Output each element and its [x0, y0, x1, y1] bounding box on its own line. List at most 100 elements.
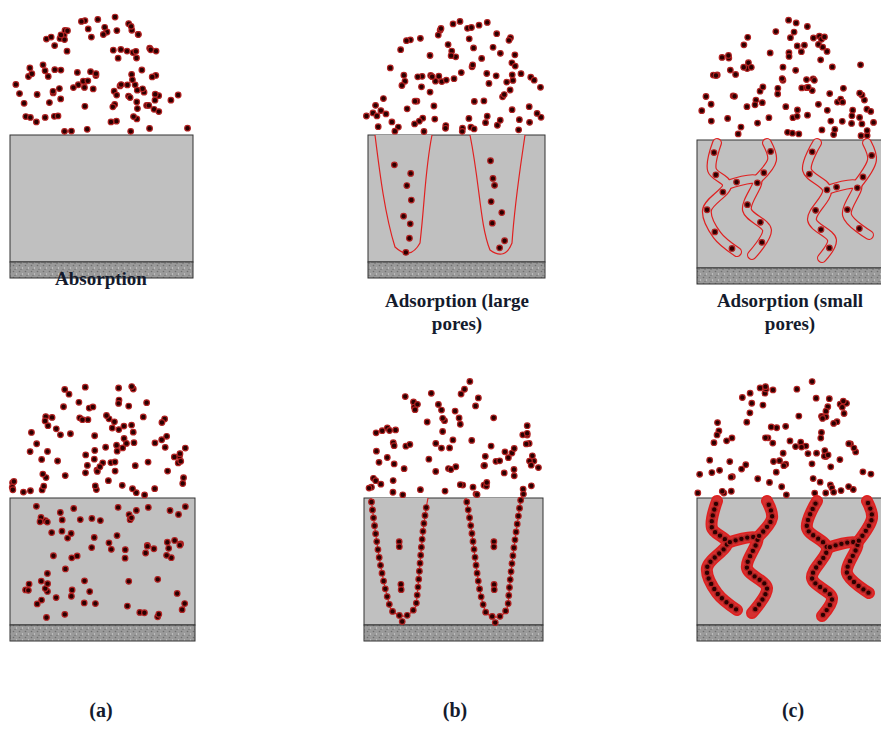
molecule-dot	[75, 70, 81, 76]
molecule-dot	[381, 96, 387, 102]
molecule-dot	[85, 417, 91, 423]
adsorbed-molecule	[850, 553, 856, 559]
molecule-dot	[443, 126, 449, 132]
molecule-dot	[408, 171, 414, 177]
molecule-dot	[34, 119, 40, 125]
channel-guide	[727, 537, 767, 613]
molecule-dot	[82, 103, 88, 109]
molecule-dot	[403, 250, 409, 256]
molecule-dot	[114, 28, 120, 34]
molecule-dot	[823, 408, 829, 414]
molecule-dot	[26, 588, 32, 594]
molecule-dot	[488, 158, 494, 164]
adsorbed-molecule	[390, 609, 396, 615]
molecule-dot	[404, 38, 410, 44]
molecule-dot	[384, 455, 390, 461]
molecule-dot	[770, 387, 776, 393]
molecule-dot	[37, 519, 43, 525]
adsorbed-molecule	[381, 578, 387, 584]
molecule-dot	[110, 47, 116, 53]
molecule-dot	[868, 109, 874, 115]
molecule-dot	[846, 441, 852, 447]
molecule-dot	[780, 450, 786, 456]
molecule-dot	[39, 457, 45, 463]
adsorbed-molecule	[497, 614, 503, 620]
adsorbed-molecule	[844, 540, 850, 546]
molecule-dot	[69, 555, 75, 561]
molecule-dot	[126, 403, 132, 409]
molecule-dot	[507, 87, 513, 93]
molecule-dot	[774, 425, 780, 431]
adsorbed-molecule	[404, 612, 410, 618]
molecule-dot	[825, 452, 831, 458]
molecule-dot	[373, 478, 379, 484]
adsorbed-molecule	[397, 613, 403, 619]
molecule-dot	[168, 97, 174, 103]
adsorbed-molecule	[710, 513, 716, 519]
adsorbed-molecule	[505, 601, 511, 607]
molecule-dot	[783, 104, 789, 110]
molecule-dot	[38, 578, 44, 584]
molecule-dot	[763, 384, 769, 390]
molecule-dot	[831, 489, 837, 495]
molecule-dot	[704, 207, 710, 213]
molecule-dot	[131, 114, 137, 120]
molecule-dot	[869, 153, 875, 159]
molecule-dot	[511, 473, 517, 479]
molecule-dot	[435, 32, 441, 38]
molecule-dot	[389, 119, 395, 125]
molecule-dot	[402, 394, 408, 400]
molecule-dot	[145, 543, 151, 549]
molecule-dot	[85, 463, 91, 469]
substrate-strip	[697, 625, 881, 641]
molecule-dot	[466, 36, 472, 42]
adsorbed-molecule	[516, 513, 522, 519]
channel-interior	[707, 143, 737, 252]
panel-caption: Absorption	[26, 268, 176, 291]
molecule-dot	[517, 117, 523, 123]
molecule-dot	[773, 29, 779, 35]
molecule-dot	[409, 197, 415, 203]
molecule-dot	[93, 601, 99, 607]
pore-outline	[466, 498, 521, 617]
molecule-dot	[868, 471, 874, 477]
molecule-dot	[749, 65, 755, 71]
gas-molecules	[695, 379, 874, 498]
molecule-dot	[813, 395, 819, 401]
molecule-dot	[65, 28, 71, 34]
molecule-dot	[438, 26, 444, 32]
molecule-dot	[804, 77, 810, 83]
molecule-dot	[95, 17, 101, 23]
molecule-dot	[450, 21, 456, 27]
molecule-dot	[860, 174, 866, 180]
molecule-dot	[807, 171, 813, 177]
molecule-dot	[488, 443, 494, 449]
adsorbed-molecule	[853, 548, 859, 554]
adsorbed-molecule	[847, 558, 853, 564]
adsorbed-molecule	[867, 506, 873, 512]
molecule-dot	[129, 384, 135, 390]
molecule-dot	[749, 400, 755, 406]
molecule-dot	[511, 467, 517, 473]
molecule-dot	[140, 414, 146, 420]
molecule-dot	[88, 69, 94, 75]
molecule-dot	[34, 441, 40, 447]
molecule-dot	[176, 512, 182, 518]
molecule-dot	[827, 91, 833, 97]
molecule-dot	[709, 470, 715, 476]
molecule-dot	[116, 401, 122, 407]
molecule-dot	[151, 546, 157, 552]
molecule-dot	[484, 113, 490, 119]
adsorbed-molecule	[468, 523, 474, 529]
molecule-dot	[471, 126, 477, 132]
molecule-dot	[419, 84, 425, 90]
channel-interior	[707, 501, 737, 610]
molecule-dot	[133, 49, 139, 55]
molecule-dot	[87, 589, 93, 595]
adsorbed-molecule	[507, 577, 513, 583]
adsorbed-molecule	[472, 555, 478, 561]
adsorbed-molecule	[704, 564, 710, 570]
molecule-dot	[116, 427, 122, 433]
molecule-dot	[793, 444, 799, 450]
